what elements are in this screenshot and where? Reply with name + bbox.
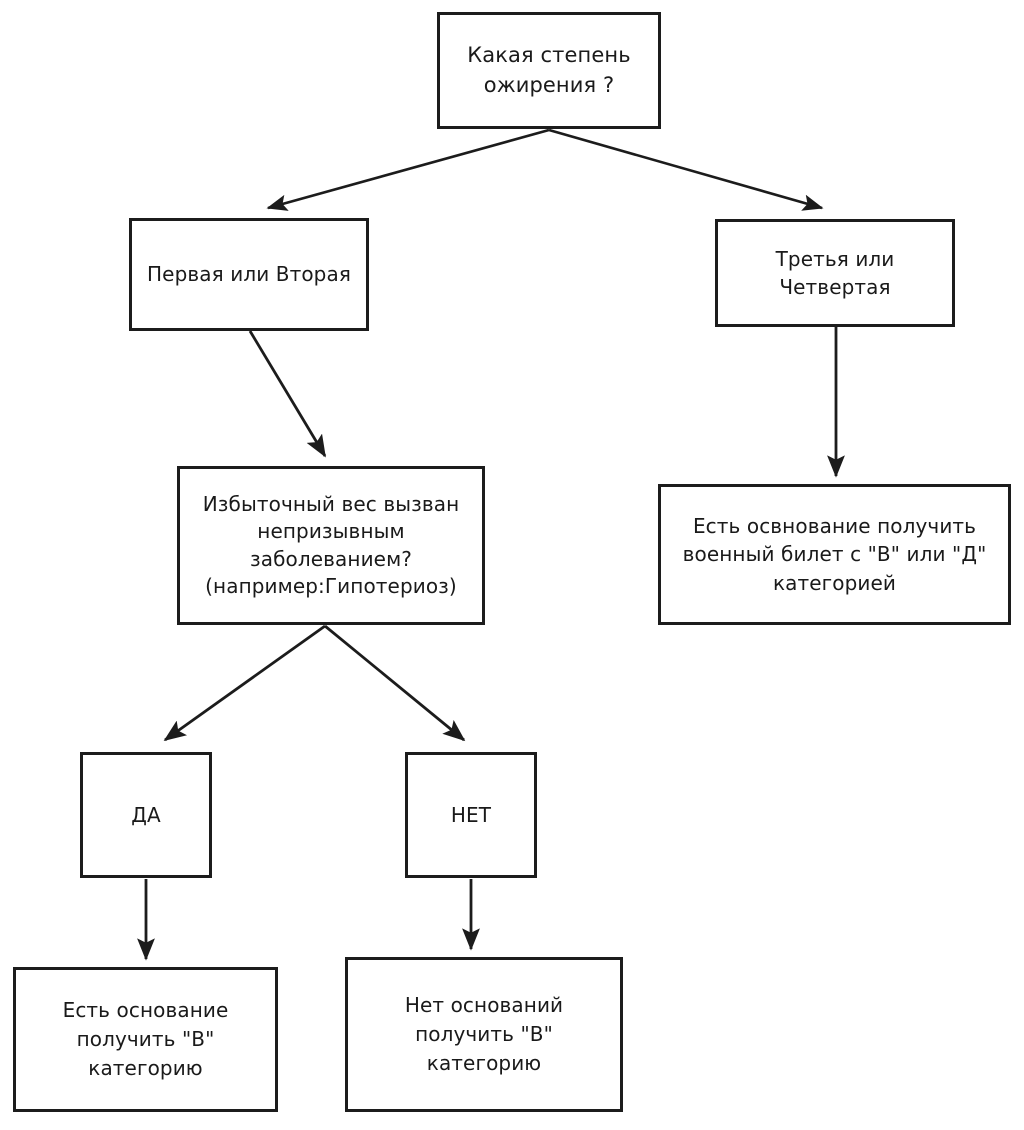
node-obesity-degree-question[interactable]: Какая степень ожирения ? [437, 12, 661, 129]
node-answer-no[interactable]: НЕТ [405, 752, 537, 878]
node-degree-third-or-fourth[interactable]: Третья или Четвертая [715, 219, 955, 327]
node-label: Какая степень ожирения ? [467, 42, 631, 97]
node-label: Есть основание получить "В" категорию [62, 998, 229, 1080]
node-label: Есть освнование получить военный билет с… [682, 513, 987, 595]
node-no-ground-for-v-category[interactable]: Нет оснований получить "В" категорию [345, 957, 623, 1112]
node-label: ДА [131, 802, 161, 827]
edge-cause-to-yes [163, 624, 326, 742]
edge-degree12-to-cause [248, 330, 327, 458]
edge-root-to-degree34 [548, 128, 824, 211]
node-label: Избыточный вес вызван непризывным заболе… [202, 492, 460, 598]
node-label: Третья или Четвертая [775, 246, 895, 299]
node-degree-first-or-second[interactable]: Первая или Вторая [129, 218, 369, 331]
node-answer-yes[interactable]: ДА [80, 752, 212, 878]
node-excess-weight-cause-question[interactable]: Избыточный вес вызван непризывным заболе… [177, 466, 485, 625]
node-label: Первая или Вторая [147, 262, 351, 287]
node-label: НЕТ [450, 802, 492, 827]
node-has-ground-for-v-category[interactable]: Есть основание получить "В" категорию [13, 967, 278, 1112]
node-military-id-v-or-d-category[interactable]: Есть освнование получить военный билет с… [658, 484, 1011, 625]
edge-cause-to-no [324, 624, 466, 742]
node-label: Нет оснований получить "В" категорию [404, 993, 564, 1075]
edge-root-to-degree12 [266, 128, 550, 211]
